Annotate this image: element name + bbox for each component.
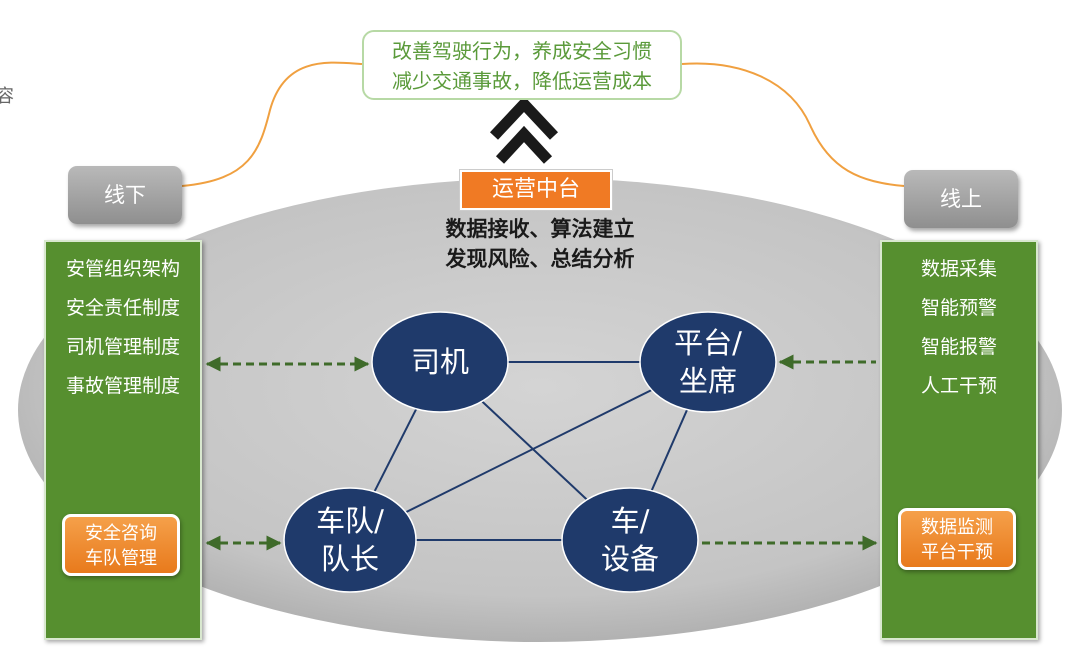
online-panel: 数据采集 智能预警 智能报警 人工干预 数据监测 平台干预 [880,240,1038,640]
hub-desc-line-1: 数据接收、算法建立 [445,217,635,241]
hub-label[interactable]: 运营中台 [459,169,613,211]
offline-tab[interactable]: 线下 [68,166,182,224]
online-item: 数据采集 [920,258,997,280]
hub-desc-line-2: 发现风险、总结分析 [445,247,635,271]
online-highlight-button[interactable]: 数据监测 平台干预 [898,508,1016,570]
offline-item: 事故管理制度 [65,375,180,397]
background-ellipse [18,178,1062,642]
offline-highlight-button[interactable]: 安全咨询 车队管理 [62,514,180,576]
offline-highlight-line-2: 车队管理 [85,548,157,569]
online-item-list: 数据采集 智能预警 智能报警 人工干预 [882,250,1036,406]
cropped-edge-text: 容 [0,86,14,107]
node-platform[interactable] [639,311,777,413]
goal-line-2: 减少交通事故，降低运营成本 [392,69,652,93]
online-tab[interactable]: 线上 [904,170,1018,228]
offline-panel: 安管组织架构 安全责任制度 司机管理制度 事故管理制度 安全咨询 车队管理 [44,240,202,640]
offline-item: 安管组织架构 [65,258,180,280]
online-highlight-line-2: 平台干预 [921,542,993,563]
node-fleet[interactable] [283,487,417,593]
hub-description: 数据接收、算法建立 发现风险、总结分析 [380,214,700,274]
chevron-up-icon [489,95,559,140]
node-vehicle[interactable] [561,487,699,593]
offline-item: 司机管理制度 [65,336,180,358]
offline-connector-curve [181,61,363,187]
chevron-up-icon-lower [495,125,553,164]
offline-highlight-line-1: 安全咨询 [85,523,157,544]
offline-item-list: 安管组织架构 安全责任制度 司机管理制度 事故管理制度 [46,250,200,406]
goal-line-1: 改善驾驶行为，养成安全习惯 [392,39,652,63]
goal-box: 改善驾驶行为，养成安全习惯 减少交通事故，降低运营成本 [362,30,682,100]
offline-item: 安全责任制度 [65,297,180,319]
edge-platform-fleet [349,361,709,541]
online-highlight-line-1: 数据监测 [921,517,993,538]
online-item: 智能预警 [920,297,997,319]
online-item: 智能报警 [920,336,997,358]
online-item: 人工干预 [920,375,997,397]
node-driver[interactable] [371,311,509,413]
online-connector-curve [681,62,905,187]
